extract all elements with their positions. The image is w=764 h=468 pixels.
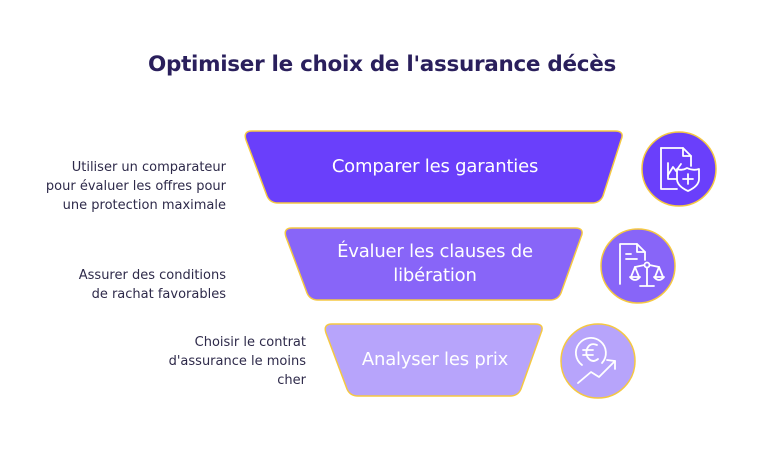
funnel-stage-2-shape	[284, 227, 583, 301]
funnel-stage-1-label: Comparer les garanties	[331, 156, 539, 177]
stage-3-description: Choisir le contrat d'assurance le moins …	[168, 335, 306, 388]
diagram-title: Optimiser le choix de l'assurance décès	[148, 52, 616, 77]
funnel-stage-2-label: Évaluer les clauses de libération	[337, 241, 533, 286]
document-chart-shield-icon	[641, 131, 717, 207]
stage-2-description: Assurer des conditions de rachat favorab…	[78, 268, 226, 302]
funnel-stage-1-shape	[244, 130, 623, 204]
funnel-stage-3-label: Analyser les prix	[361, 349, 509, 370]
stage-1-description: Utiliser un comparateur pour évaluer les…	[45, 160, 226, 213]
euro-trend-up-icon	[560, 323, 636, 399]
funnel-stage-3-shape	[324, 323, 543, 397]
document-scales-icon	[600, 228, 676, 304]
